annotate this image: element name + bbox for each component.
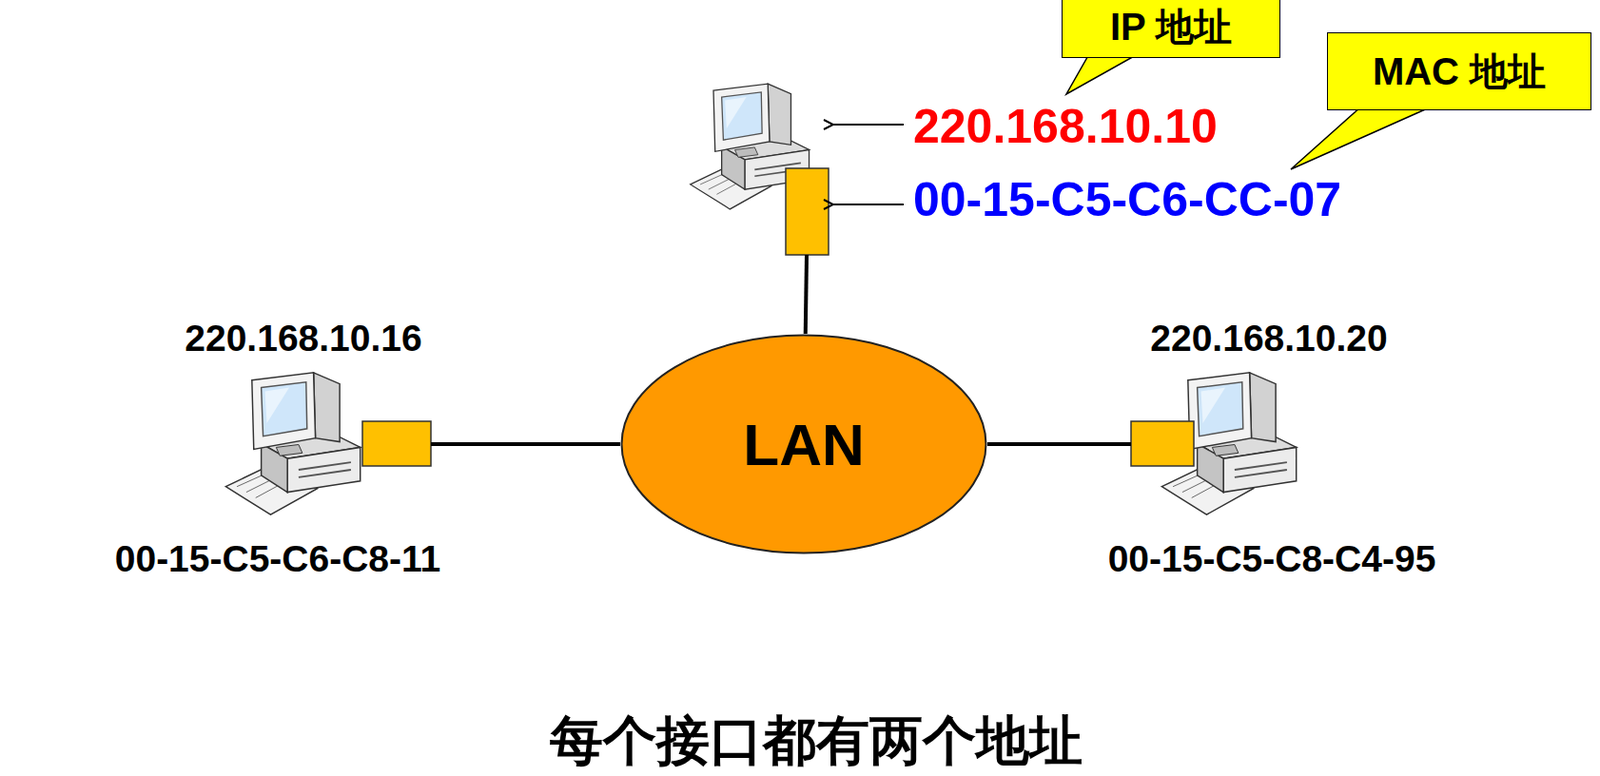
network-card — [785, 168, 829, 255]
computer-icon — [225, 372, 360, 515]
computer-node: 220.168.10.1600-15-C5-C6-C8-11 — [222, 367, 431, 522]
callout-text: MAC 地址 — [1372, 45, 1546, 98]
mac-address: 00-15-C5-C6-CC-07 — [913, 173, 1342, 229]
network-link — [805, 254, 807, 334]
mac-address: 00-15-C5-C8-C4-95 — [1108, 538, 1437, 582]
network-card — [1131, 421, 1194, 467]
callout-box: IP 地址 — [1061, 0, 1281, 59]
mac-address: 00-15-C5-C6-C8-11 — [115, 538, 442, 582]
network-card — [362, 421, 431, 467]
lan-label: LAN — [742, 410, 864, 479]
network-link — [430, 442, 621, 447]
ip-address: 220.168.10.16 — [184, 317, 422, 361]
callout-text: IP 地址 — [1110, 0, 1232, 54]
ip-address: 220.168.10.10 — [913, 99, 1218, 156]
computer-node: 220.168.10.2000-15-C5-C8-C4-95 — [1131, 367, 1302, 522]
network-link — [987, 442, 1132, 447]
caption: 每个接口都有两个地址 — [549, 705, 1083, 776]
leader-arrow — [833, 123, 904, 126]
callout-box: MAC 地址 — [1326, 32, 1592, 111]
computer-node: 220.168.10.1000-15-C5-C6-CC-07 — [688, 68, 832, 255]
ip-address: 220.168.10.20 — [1150, 317, 1387, 361]
leader-arrow — [833, 203, 904, 206]
lan-ellipse: LAN — [620, 333, 988, 555]
